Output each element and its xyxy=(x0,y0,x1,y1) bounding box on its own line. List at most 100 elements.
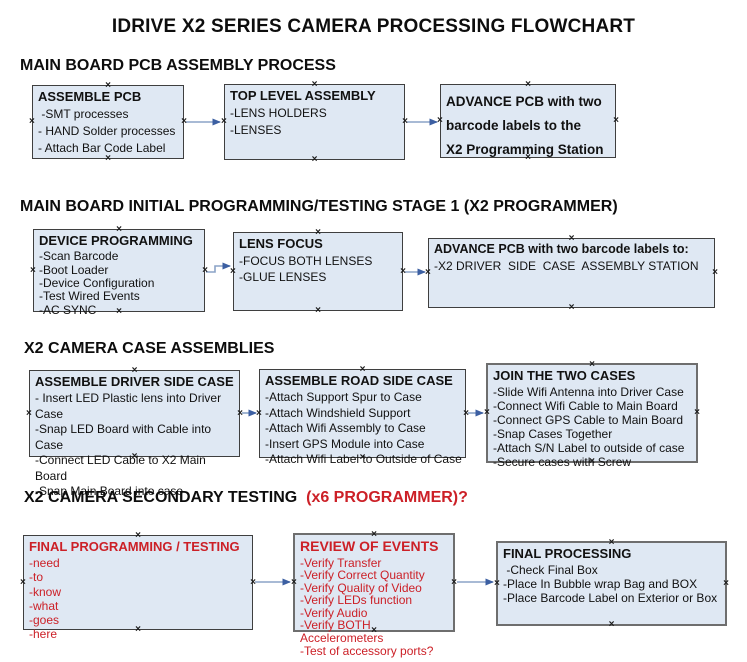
box-items: -FOCUS BOTH LENSES -GLUE LENSES xyxy=(234,252,402,285)
connection-handle-icon: × xyxy=(116,306,122,317)
section-heading-text: MAIN BOARD PCB ASSEMBLY PROCESS xyxy=(20,57,336,74)
box-items: -Verify Transfer -Verify Correct Quantit… xyxy=(295,556,453,658)
flow-box-assemble-road-side-case[interactable]: × × × × ASSEMBLE ROAD SIDE CASE -Attach … xyxy=(256,365,469,467)
flow-box-assemble-driver-side-case[interactable]: × × × × ASSEMBLE DRIVER SIDE CASE - Inse… xyxy=(26,366,243,499)
box-item: -LENS HOLDERS xyxy=(230,106,327,121)
flow-box-final-processing[interactable]: × × × × FINAL PROCESSING -Check Final Bo… xyxy=(494,538,729,630)
flow-box-advance-pcb-to-programming-station[interactable]: × × × × ADVANCE PCB with two barcode lab… xyxy=(437,80,619,163)
box-title: ASSEMBLE PCB xyxy=(38,89,142,104)
connection-handle-icon: × xyxy=(135,624,141,635)
connection-handle-icon: × xyxy=(402,116,408,127)
box-item: -FOCUS BOTH LENSES xyxy=(239,254,373,269)
connection-handle-icon: × xyxy=(237,407,243,419)
connection-handle-icon: × xyxy=(568,302,575,313)
connection-handle-icon: × xyxy=(568,233,575,244)
section-heading-text: X2 CAMERA SECONDARY TESTING xyxy=(24,489,298,506)
connection-handle-icon: × xyxy=(135,530,141,541)
box-items: -Check Final Box -Place In Bubble wrap B… xyxy=(498,562,725,605)
connection-handle-icon: × xyxy=(712,267,718,278)
flow-box-final-programming-testing[interactable]: × × × × FINAL PROGRAMMING / TESTING -nee… xyxy=(20,531,256,642)
connection-handle-icon: × xyxy=(29,116,35,127)
connection-handle-icon: × xyxy=(30,264,36,276)
box-title: DEVICE PROGRAMMING xyxy=(39,233,193,248)
box-items: -Slide Wifi Antenna into Driver Case -Co… xyxy=(488,384,696,469)
section-heading-text: MAIN BOARD INITIAL PROGRAMMING/TESTING S… xyxy=(20,198,618,215)
box-item: -Attach Wifi Assembly to Case xyxy=(265,421,426,436)
connection-handle-icon: × xyxy=(371,529,377,540)
box-item: -LENSES xyxy=(230,123,282,138)
box-item: -Check Final Box xyxy=(503,563,598,578)
section-heading-secondary-testing: X2 CAMERA SECONDARY TESTING (x6 PROGRAMM… xyxy=(24,489,468,507)
box-item: -Snap LED Board with Cable into Case xyxy=(35,422,215,452)
box-item: -Attach S/N Label to outside of case xyxy=(493,441,685,456)
box-item: -Snap Cases Together xyxy=(493,427,613,442)
connection-handle-icon: × xyxy=(202,264,208,276)
box-item: -Place Barcode Label on Exterior or Box xyxy=(503,591,718,606)
box-title: FINAL PROGRAMMING / TESTING xyxy=(29,539,240,554)
box-item: -Attach Support Spur to Case xyxy=(265,390,422,405)
box-item: -to xyxy=(29,570,44,585)
flow-arrow xyxy=(206,262,231,273)
box-title: FINAL PROCESSING xyxy=(503,546,632,561)
box-items: -SMT processes - HAND Solder processes -… xyxy=(33,105,183,157)
flow-box-advance-pcb-to-case-assembly[interactable]: × × × × ADVANCE PCB with two barcode lab… xyxy=(425,234,718,313)
connection-handle-icon: × xyxy=(525,152,531,163)
box-item: -Verify LEDs function xyxy=(300,593,413,608)
box-title: ADVANCE PCB with two barcode labels to t… xyxy=(446,94,604,157)
connection-handle-icon: × xyxy=(589,456,595,467)
flow-box-join-the-two-cases[interactable]: × × × × JOIN THE TWO CASES -Slide Wifi A… xyxy=(484,359,700,470)
connection-handle-icon: × xyxy=(589,359,595,370)
box-item: -Verify Correct Quantity xyxy=(300,568,425,583)
flow-box-review-of-events[interactable]: × × × × REVIEW OF EVENTS -Verify Transfe… xyxy=(291,529,457,657)
connection-handle-icon: × xyxy=(723,577,729,589)
box-item: -Test of accessory ports? xyxy=(300,643,434,658)
box-title: JOIN THE TWO CASES xyxy=(493,368,636,383)
connection-handle-icon: × xyxy=(230,265,236,277)
box-item: -Slide Wifi Antenna into Driver Case xyxy=(493,385,684,400)
connection-handle-icon: × xyxy=(437,115,443,126)
connection-handle-icon: × xyxy=(463,407,469,419)
box-item: -Connect Wifi Cable to Main Board xyxy=(493,399,678,414)
box-item: -AC SYNC xyxy=(39,302,97,317)
connection-handle-icon: × xyxy=(311,154,318,165)
box-title: TOP LEVEL ASSEMBLY xyxy=(230,88,376,103)
box-item: -know xyxy=(29,584,62,599)
box-item: -here xyxy=(29,627,58,642)
flow-box-device-programming[interactable]: × × × × DEVICE PROGRAMMING -Scan Barcode… xyxy=(30,225,208,317)
connection-handle-icon: × xyxy=(608,619,615,630)
section-heading-text: X2 CAMERA CASE ASSEMBLIES xyxy=(24,340,275,357)
box-title: REVIEW OF EVENTS xyxy=(300,538,439,554)
box-items: -need -to -know -what -goes -here xyxy=(24,555,252,641)
connection-handle-icon: × xyxy=(451,576,457,588)
flow-box-assemble-pcb[interactable]: × × × × ASSEMBLE PCB -SMT processes - HA… xyxy=(29,81,187,164)
connection-handle-icon: × xyxy=(291,576,297,588)
connection-handle-icon: × xyxy=(315,305,321,316)
box-title: ASSEMBLE DRIVER SIDE CASE xyxy=(35,374,234,389)
connection-handle-icon: × xyxy=(359,364,366,375)
box-item: -Verify Audio xyxy=(300,605,368,620)
flow-box-lens-focus[interactable]: × × × × LENS FOCUS -FOCUS BOTH LENSES -G… xyxy=(230,228,406,316)
connection-handle-icon: × xyxy=(613,115,619,126)
box-items: -Attach Support Spur to Case -Attach Win… xyxy=(260,389,465,468)
section-heading-pcb-assembly: MAIN BOARD PCB ASSEMBLY PROCESS xyxy=(20,57,336,75)
connection-handle-icon: × xyxy=(494,577,500,589)
box-items: -LENS HOLDERS -LENSES xyxy=(225,104,404,139)
box-items: - Insert LED Plastic lens into Driver Ca… xyxy=(30,390,239,500)
connection-handle-icon: × xyxy=(26,407,32,419)
page-title: IDRIVE X2 SERIES CAMERA PROCESSING FLOWC… xyxy=(111,16,636,37)
box-item: -Snap Main Board into case xyxy=(35,484,184,499)
connection-handle-icon: × xyxy=(371,625,377,636)
flow-box-top-level-assembly[interactable]: × × × × TOP LEVEL ASSEMBLY -LENS HOLDERS… xyxy=(221,80,408,165)
box-item: -Place In Bubble wrap Bag and BOX xyxy=(503,577,698,592)
box-item: -Secure cases with Screw xyxy=(493,455,632,470)
box-item: -X2 DRIVER SIDE CASE ASSEMBLY STATION xyxy=(434,258,699,273)
box-item: - Insert LED Plastic lens into Driver Ca… xyxy=(35,391,225,421)
box-items: -Scan Barcode -Boot Loader -Device Confi… xyxy=(34,249,204,317)
box-title: ADVANCE PCB with two barcode labels to: xyxy=(434,242,689,256)
box-title: LENS FOCUS xyxy=(239,236,323,251)
box-item: - HAND Solder processes xyxy=(38,124,176,139)
box-item: -Attach Windshield Support xyxy=(265,405,411,420)
connection-handle-icon: × xyxy=(131,451,138,462)
connection-handle-icon: × xyxy=(105,153,111,164)
box-item: -Device Configuration xyxy=(39,276,155,291)
